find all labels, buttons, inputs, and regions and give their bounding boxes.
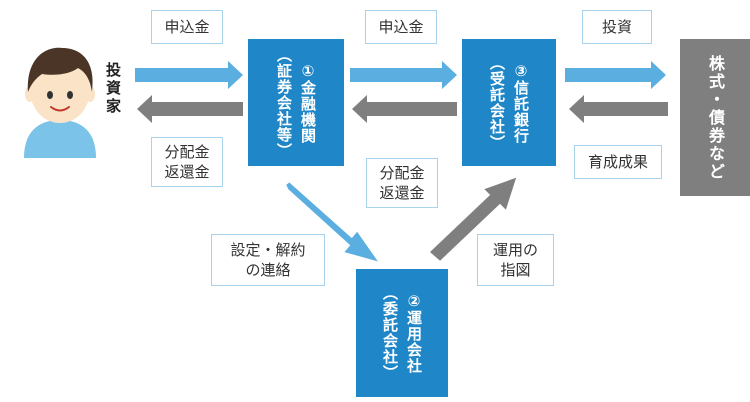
arrow-distributor-to-investor [137, 95, 243, 123]
market-label: 株式・債券など [706, 54, 725, 181]
label-setup-line-1: 設定・解約 [230, 241, 306, 259]
label-apply-2-text: 申込金 [378, 18, 424, 36]
label-invest: 投資 [582, 10, 652, 44]
label-distribution-2-line-2: 返還金 [379, 184, 425, 202]
trustee-name: 信託銀行 [512, 79, 530, 144]
arrow-market-to-trustee [569, 95, 668, 123]
label-instruction-line-1: 運用の [492, 241, 538, 259]
distributor-name-column: ① 金融機関 [299, 62, 317, 144]
label-distribution-2: 分配金 返還金 [366, 158, 438, 208]
distributor-number: ① [301, 61, 315, 80]
label-invest-text: 投資 [601, 18, 632, 36]
arrow-distributor-to-trustee [350, 61, 457, 89]
trustee-name-column: ③ 信託銀行 [512, 62, 530, 144]
distributor-name: 金融機関 [299, 79, 317, 144]
manager-role: （委託会社） [381, 285, 399, 381]
label-setup-line-2: の連絡 [245, 261, 291, 279]
arrow-trustee-to-market [565, 61, 666, 89]
label-distribution-1: 分配金 返還金 [151, 137, 223, 187]
label-setup: 設定・解約 の連絡 [211, 234, 325, 286]
node-distributor: ① 金融機関 （証券会社等） [248, 39, 344, 166]
manager-name-column: ② 運用会社 [405, 292, 423, 374]
arrow-investor-to-distributor [135, 61, 243, 89]
arrow-manager-to-trustee [430, 177, 517, 261]
trustee-role: （受託会社） [488, 54, 506, 151]
label-instruction-line-2: 指図 [500, 261, 531, 279]
manager-name: 運用会社 [405, 310, 423, 374]
investor-person-icon [24, 47, 96, 158]
label-distribution-1-line-2: 返還金 [164, 163, 210, 181]
trustee-number: ③ [514, 61, 528, 80]
label-results: 育成成果 [574, 145, 662, 179]
arrow-trustee-to-distributor [352, 95, 457, 123]
distributor-role: （証券会社等） [275, 46, 293, 159]
label-results-text: 育成成果 [587, 153, 648, 171]
node-trustee: ③ 信託銀行 （受託会社） [462, 39, 556, 166]
manager-number: ② [407, 292, 421, 310]
node-market: 株式・債券など [680, 39, 750, 196]
label-apply-1-text: 申込金 [164, 18, 210, 36]
label-instruction: 運用の 指図 [477, 234, 554, 286]
investor-label: 投資家 [104, 62, 122, 116]
arrow-distributor-to-manager [286, 182, 378, 262]
label-distribution-2-line-1: 分配金 [379, 164, 425, 182]
label-apply-1: 申込金 [151, 10, 223, 44]
label-distribution-1-line-1: 分配金 [164, 143, 210, 161]
label-apply-2: 申込金 [365, 10, 437, 44]
node-manager: ② 運用会社 （委託会社） [356, 269, 448, 397]
